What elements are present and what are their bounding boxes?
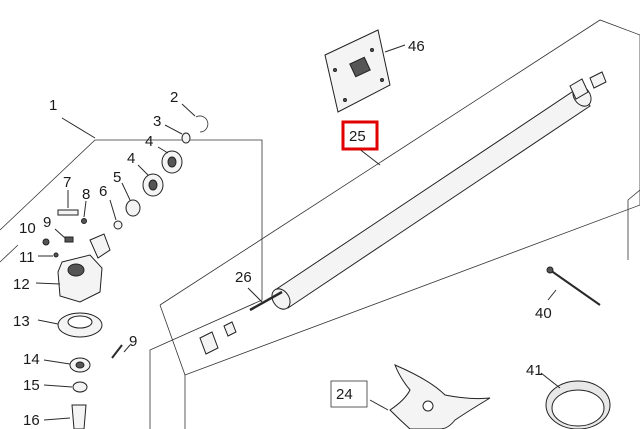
- callout-11: 11: [19, 249, 35, 266]
- callout-6: 6: [99, 183, 107, 200]
- blade-part-24: [369, 364, 491, 429]
- shaft-tube-part-25: [271, 71, 607, 310]
- callout-16: 16: [23, 412, 40, 429]
- callout-41: 41: [526, 362, 543, 379]
- callout-12: 12: [13, 276, 30, 293]
- callout-10: 10: [19, 220, 36, 237]
- callout-3: 3: [153, 113, 161, 130]
- highlight-box-25: [341, 120, 379, 151]
- mounting-plate-part-46: [324, 29, 406, 113]
- rod-part-40: [546, 266, 601, 306]
- callout-2: 2: [170, 89, 178, 106]
- callout-40: 40: [535, 305, 552, 322]
- callout-26: 26: [235, 269, 252, 286]
- callout-13: 13: [13, 313, 30, 330]
- callout-8: 8: [82, 186, 90, 203]
- callout-7: 7: [63, 174, 71, 191]
- right-panel-edge: [627, 189, 640, 260]
- callout-46: 46: [408, 38, 425, 55]
- callout-4a: 4: [145, 133, 153, 150]
- callout-25: 25: [349, 128, 366, 145]
- band-part-41: [540, 372, 611, 429]
- shaft-bushings: [199, 321, 237, 355]
- callout-14: 14: [23, 351, 40, 368]
- shaft-panel-outline: [159, 19, 640, 429]
- callout-box-24: [330, 380, 368, 408]
- callout-24: 24: [336, 386, 353, 403]
- callout-9a: 9: [43, 214, 51, 231]
- callout-15: 15: [23, 377, 40, 394]
- callout-9b: 9: [129, 333, 137, 350]
- drive-shaft-part-26: [247, 287, 283, 312]
- callout-4b: 4: [127, 150, 135, 167]
- gearbox-parts: [35, 103, 209, 429]
- gearbox-panel-outline: [0, 139, 263, 429]
- callout-5: 5: [113, 169, 121, 186]
- callout-1: 1: [49, 97, 57, 114]
